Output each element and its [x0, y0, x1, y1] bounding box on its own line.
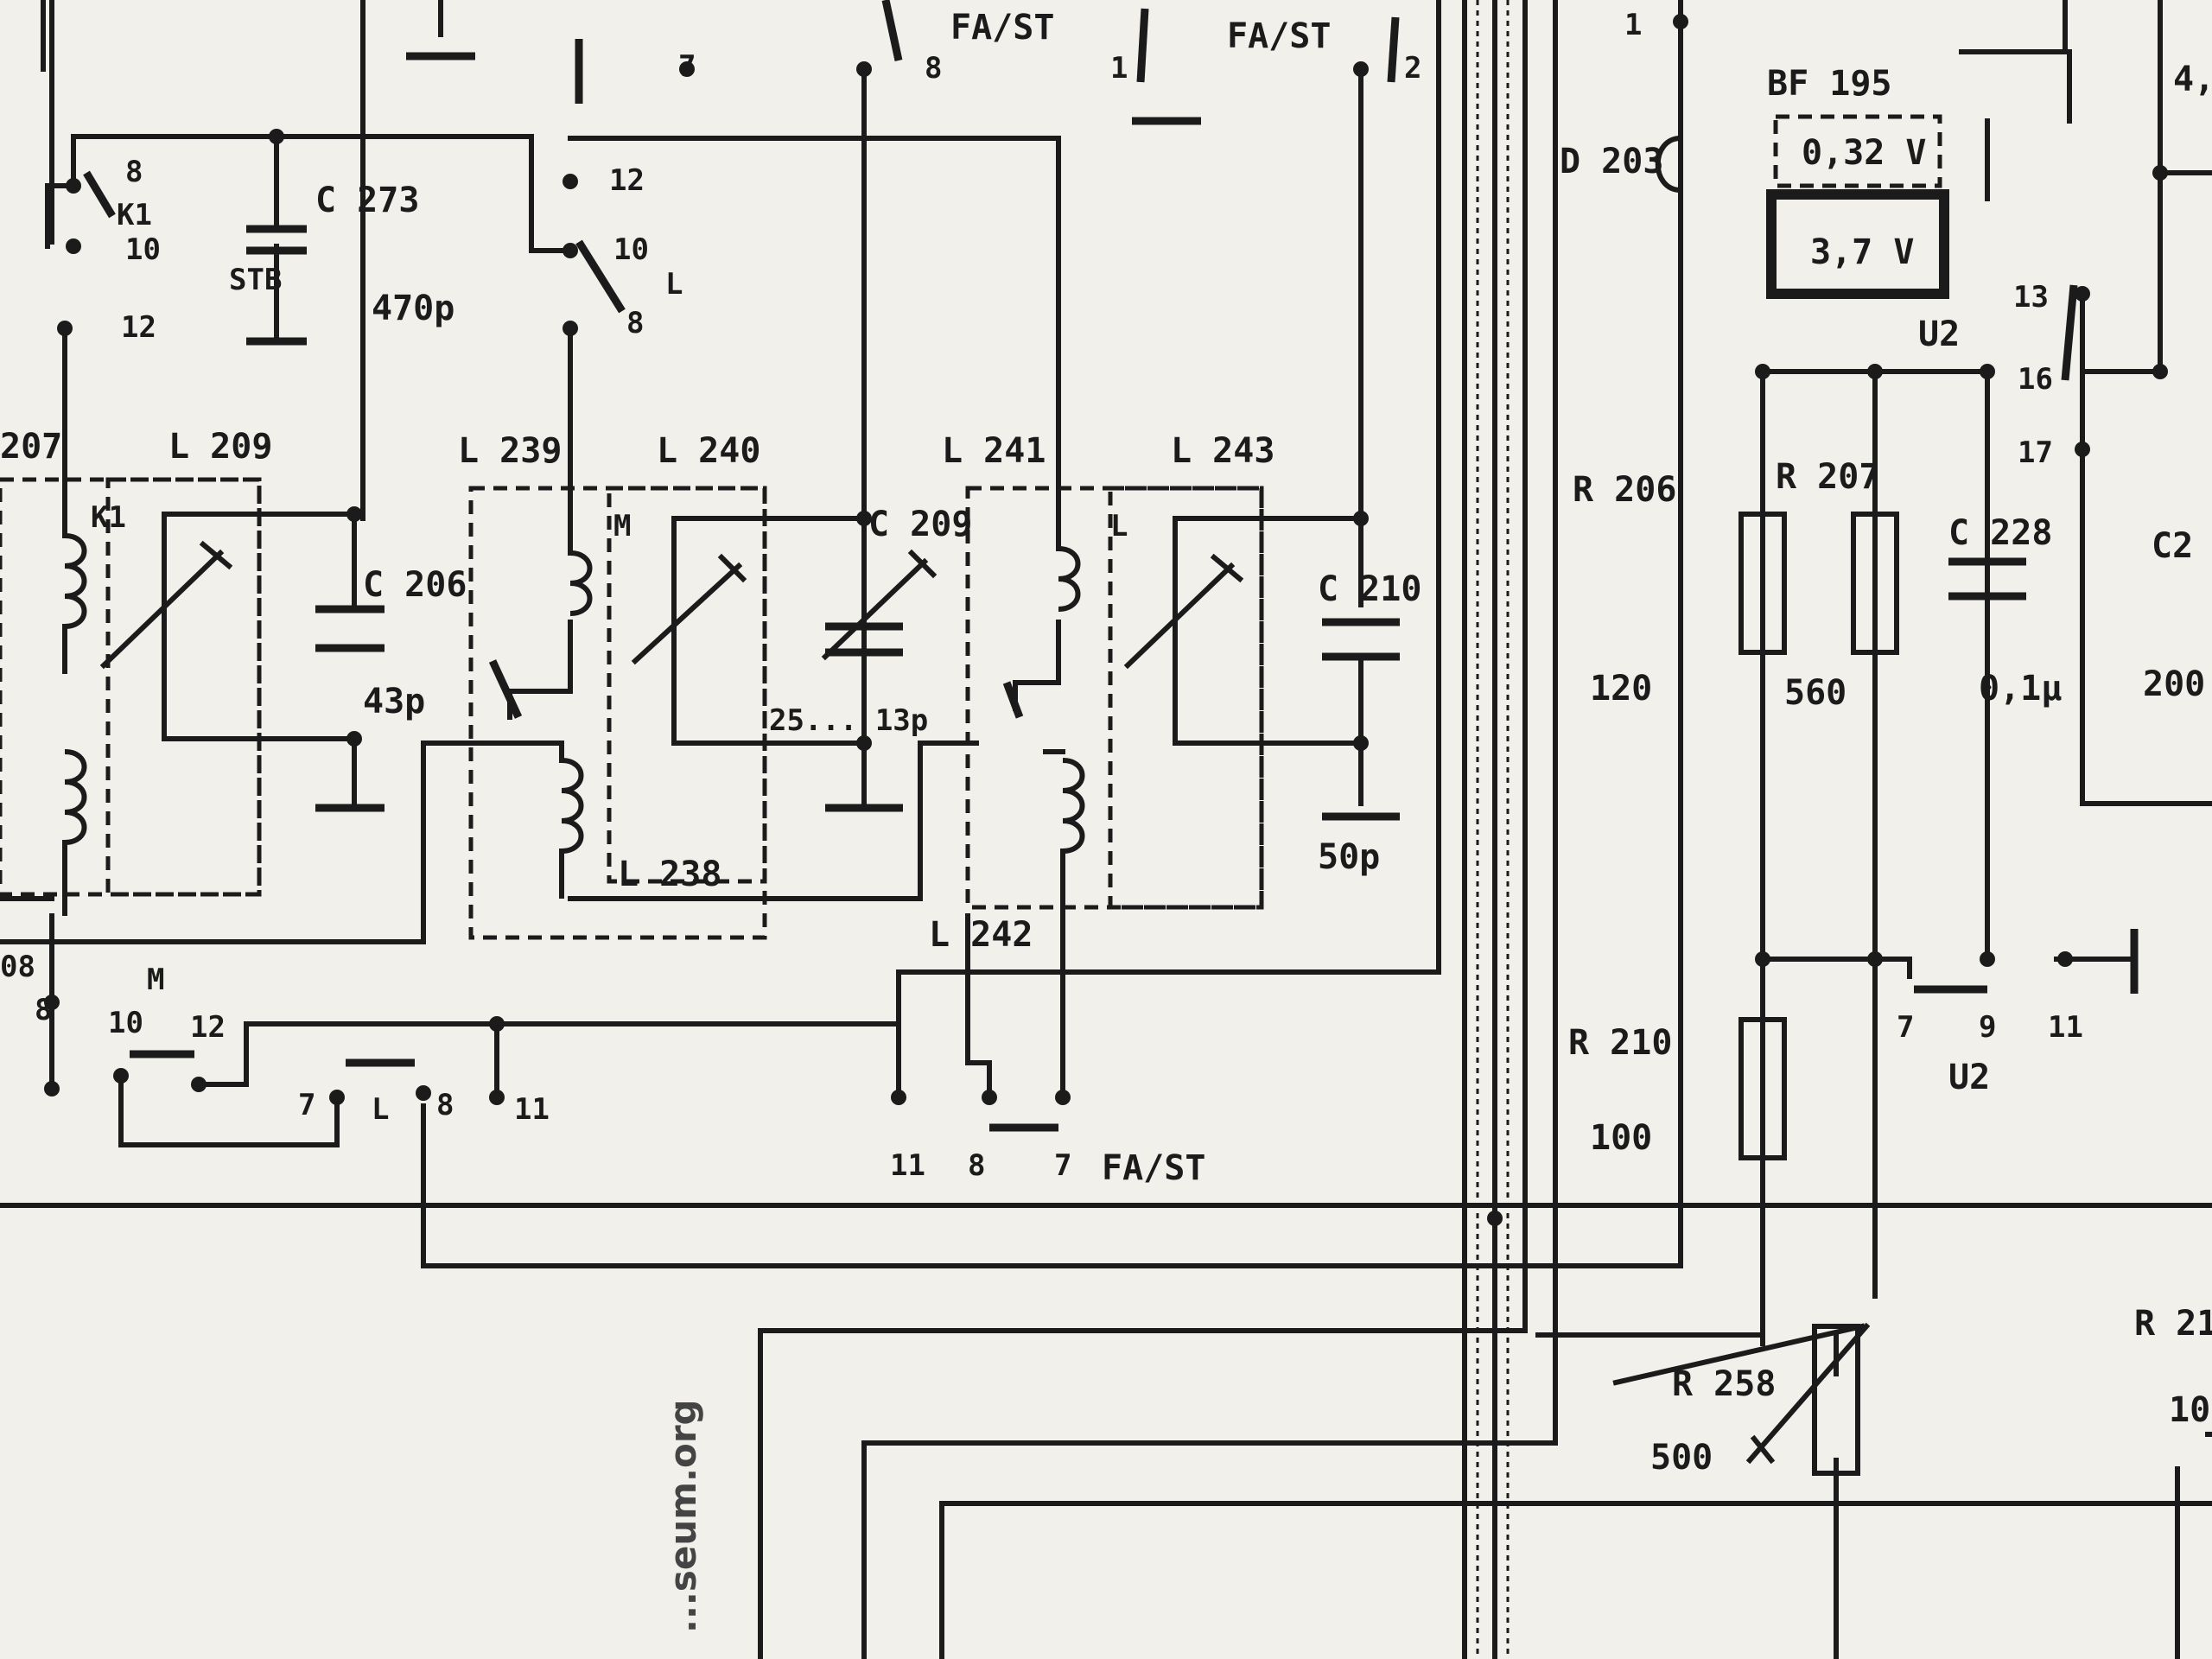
pin-11a: 11 — [514, 1092, 550, 1127]
label-08-partial: 08 — [0, 950, 35, 984]
watermark-text: ...seum.org — [662, 1399, 704, 1633]
pin-7b: 7 — [298, 1088, 315, 1122]
pin-11b: 11 — [890, 1148, 925, 1183]
label-voltage-top: 0,32 V — [1802, 133, 1927, 173]
label-r206-value: 120 — [1590, 669, 1652, 709]
label-c273: C 273 — [315, 181, 419, 220]
label-k1-b: K1 — [91, 500, 126, 535]
pin-8a: 8 — [925, 51, 942, 86]
label-l-b: L — [1110, 509, 1128, 543]
coil-l241 — [1058, 546, 1081, 612]
label-u2-top: U2 — [1918, 315, 1960, 354]
coil-l207b — [62, 749, 87, 916]
component-labels: C 273 STB 470p L 209 L 239 L 240 L 238 L… — [0, 8, 2212, 1478]
resistors — [1655, 135, 1949, 1476]
label-c206: C 206 — [363, 565, 467, 605]
coil-l207 — [62, 533, 87, 674]
label-r21-partial: R 21 — [2134, 1304, 2212, 1344]
pin-10c: 10 — [108, 1006, 143, 1040]
pin-1b: 1 — [1624, 8, 1642, 42]
label-l209: L 209 — [168, 427, 272, 467]
pin-8e: 8 — [436, 1088, 454, 1122]
label-r258: R 258 — [1672, 1364, 1776, 1404]
coil-l238 — [559, 758, 584, 899]
label-c273-code: STB — [229, 263, 282, 297]
label-l-c: L — [372, 1092, 389, 1127]
label-l240: L 240 — [657, 431, 760, 471]
label-c2-partial: C2 — [2152, 526, 2193, 566]
label-c228-value: 0,1µ — [1979, 669, 2062, 709]
pin-12b: 12 — [121, 310, 156, 345]
pin-13: 13 — [2013, 280, 2049, 315]
junction-dots — [44, 14, 2168, 1226]
pin-8d: 8 — [35, 993, 52, 1027]
label-bf195: BF 195 — [1767, 64, 1892, 104]
label-l-a: L — [665, 267, 683, 302]
label-r207: R 207 — [1776, 457, 1879, 497]
pin-7a: 7 — [678, 49, 696, 84]
resistor-r210 — [1738, 1017, 1787, 1160]
capacitors — [246, 39, 2026, 821]
label-c228: C 228 — [1948, 513, 2052, 553]
label-10-partial: 10 — [2169, 1390, 2210, 1430]
label-voltage-mid: 3,7 V — [1810, 232, 1914, 272]
label-fast-1: FA/ST — [950, 8, 1054, 48]
pin-1a: 1 — [1110, 51, 1128, 86]
label-l241: L 241 — [942, 431, 1046, 471]
pin-8f: 8 — [968, 1148, 985, 1183]
label-r210-value: 100 — [1590, 1118, 1652, 1158]
pin-12c: 12 — [190, 1010, 226, 1045]
resistor-r207 — [1851, 512, 1899, 655]
pin-numbers: 7 8 1 2 12 10 8 8 10 12 1 13 16 17 8 10 … — [35, 8, 2083, 1183]
pin-17: 17 — [2018, 435, 2053, 470]
label-r258-value: 500 — [1650, 1438, 1713, 1478]
label-r210: R 210 — [1568, 1023, 1672, 1063]
label-k1-a: K1 — [117, 198, 152, 232]
label-l239: L 239 — [458, 431, 562, 471]
label-d203: D 203 — [1560, 142, 1663, 181]
label-m-a: M — [613, 509, 631, 543]
resistor-r258 — [1812, 1324, 1860, 1476]
pin-7d: 7 — [1897, 1010, 1914, 1045]
switch-contacts — [83, 0, 2139, 1132]
coil-l242 — [1060, 758, 1085, 916]
label-c210: C 210 — [1318, 569, 1421, 609]
resistor-r206 — [1738, 512, 1787, 655]
label-200-partial: 200 — [2143, 664, 2205, 704]
label-fast-3: FA/ST — [1102, 1148, 1205, 1188]
label-c210-value: 50p — [1318, 837, 1380, 877]
label-fast-2: FA/ST — [1227, 16, 1331, 56]
pin-16: 16 — [2018, 362, 2053, 397]
diode-d203 — [1655, 135, 1684, 194]
label-m-b: M — [147, 963, 164, 997]
label-c209: C 209 — [868, 505, 972, 544]
label-c206-value: 43p — [363, 682, 425, 721]
label-l238: L 238 — [618, 855, 721, 894]
label-l242: L 242 — [929, 915, 1033, 955]
pin-11c: 11 — [2048, 1010, 2083, 1045]
label-r206: R 206 — [1573, 470, 1676, 510]
pin-10a: 10 — [613, 232, 649, 267]
pin-10b: 10 — [125, 232, 161, 267]
label-207-partial: 207 — [0, 427, 62, 467]
label-r207-value: 560 — [1784, 673, 1847, 713]
inductors — [62, 533, 1085, 916]
pin-7c: 7 — [1054, 1148, 1071, 1183]
pin-9: 9 — [1979, 1010, 1996, 1045]
tuning-arrows — [99, 540, 1871, 1465]
pin-12a: 12 — [609, 163, 645, 198]
label-4-partial: 4, — [2173, 60, 2212, 99]
coil-l239 — [569, 550, 593, 616]
pin-8b: 8 — [626, 306, 644, 340]
pin-8c: 8 — [125, 155, 143, 189]
coil-shield-boxes — [0, 114, 1942, 940]
label-c209-value: 25... 13p — [769, 703, 928, 738]
label-l243: L 243 — [1171, 431, 1274, 471]
label-c273-value: 470p — [372, 289, 454, 328]
label-u2-bottom: U2 — [1948, 1058, 1990, 1097]
pin-2a: 2 — [1404, 51, 1421, 86]
shield-lines — [1476, 0, 1510, 1659]
